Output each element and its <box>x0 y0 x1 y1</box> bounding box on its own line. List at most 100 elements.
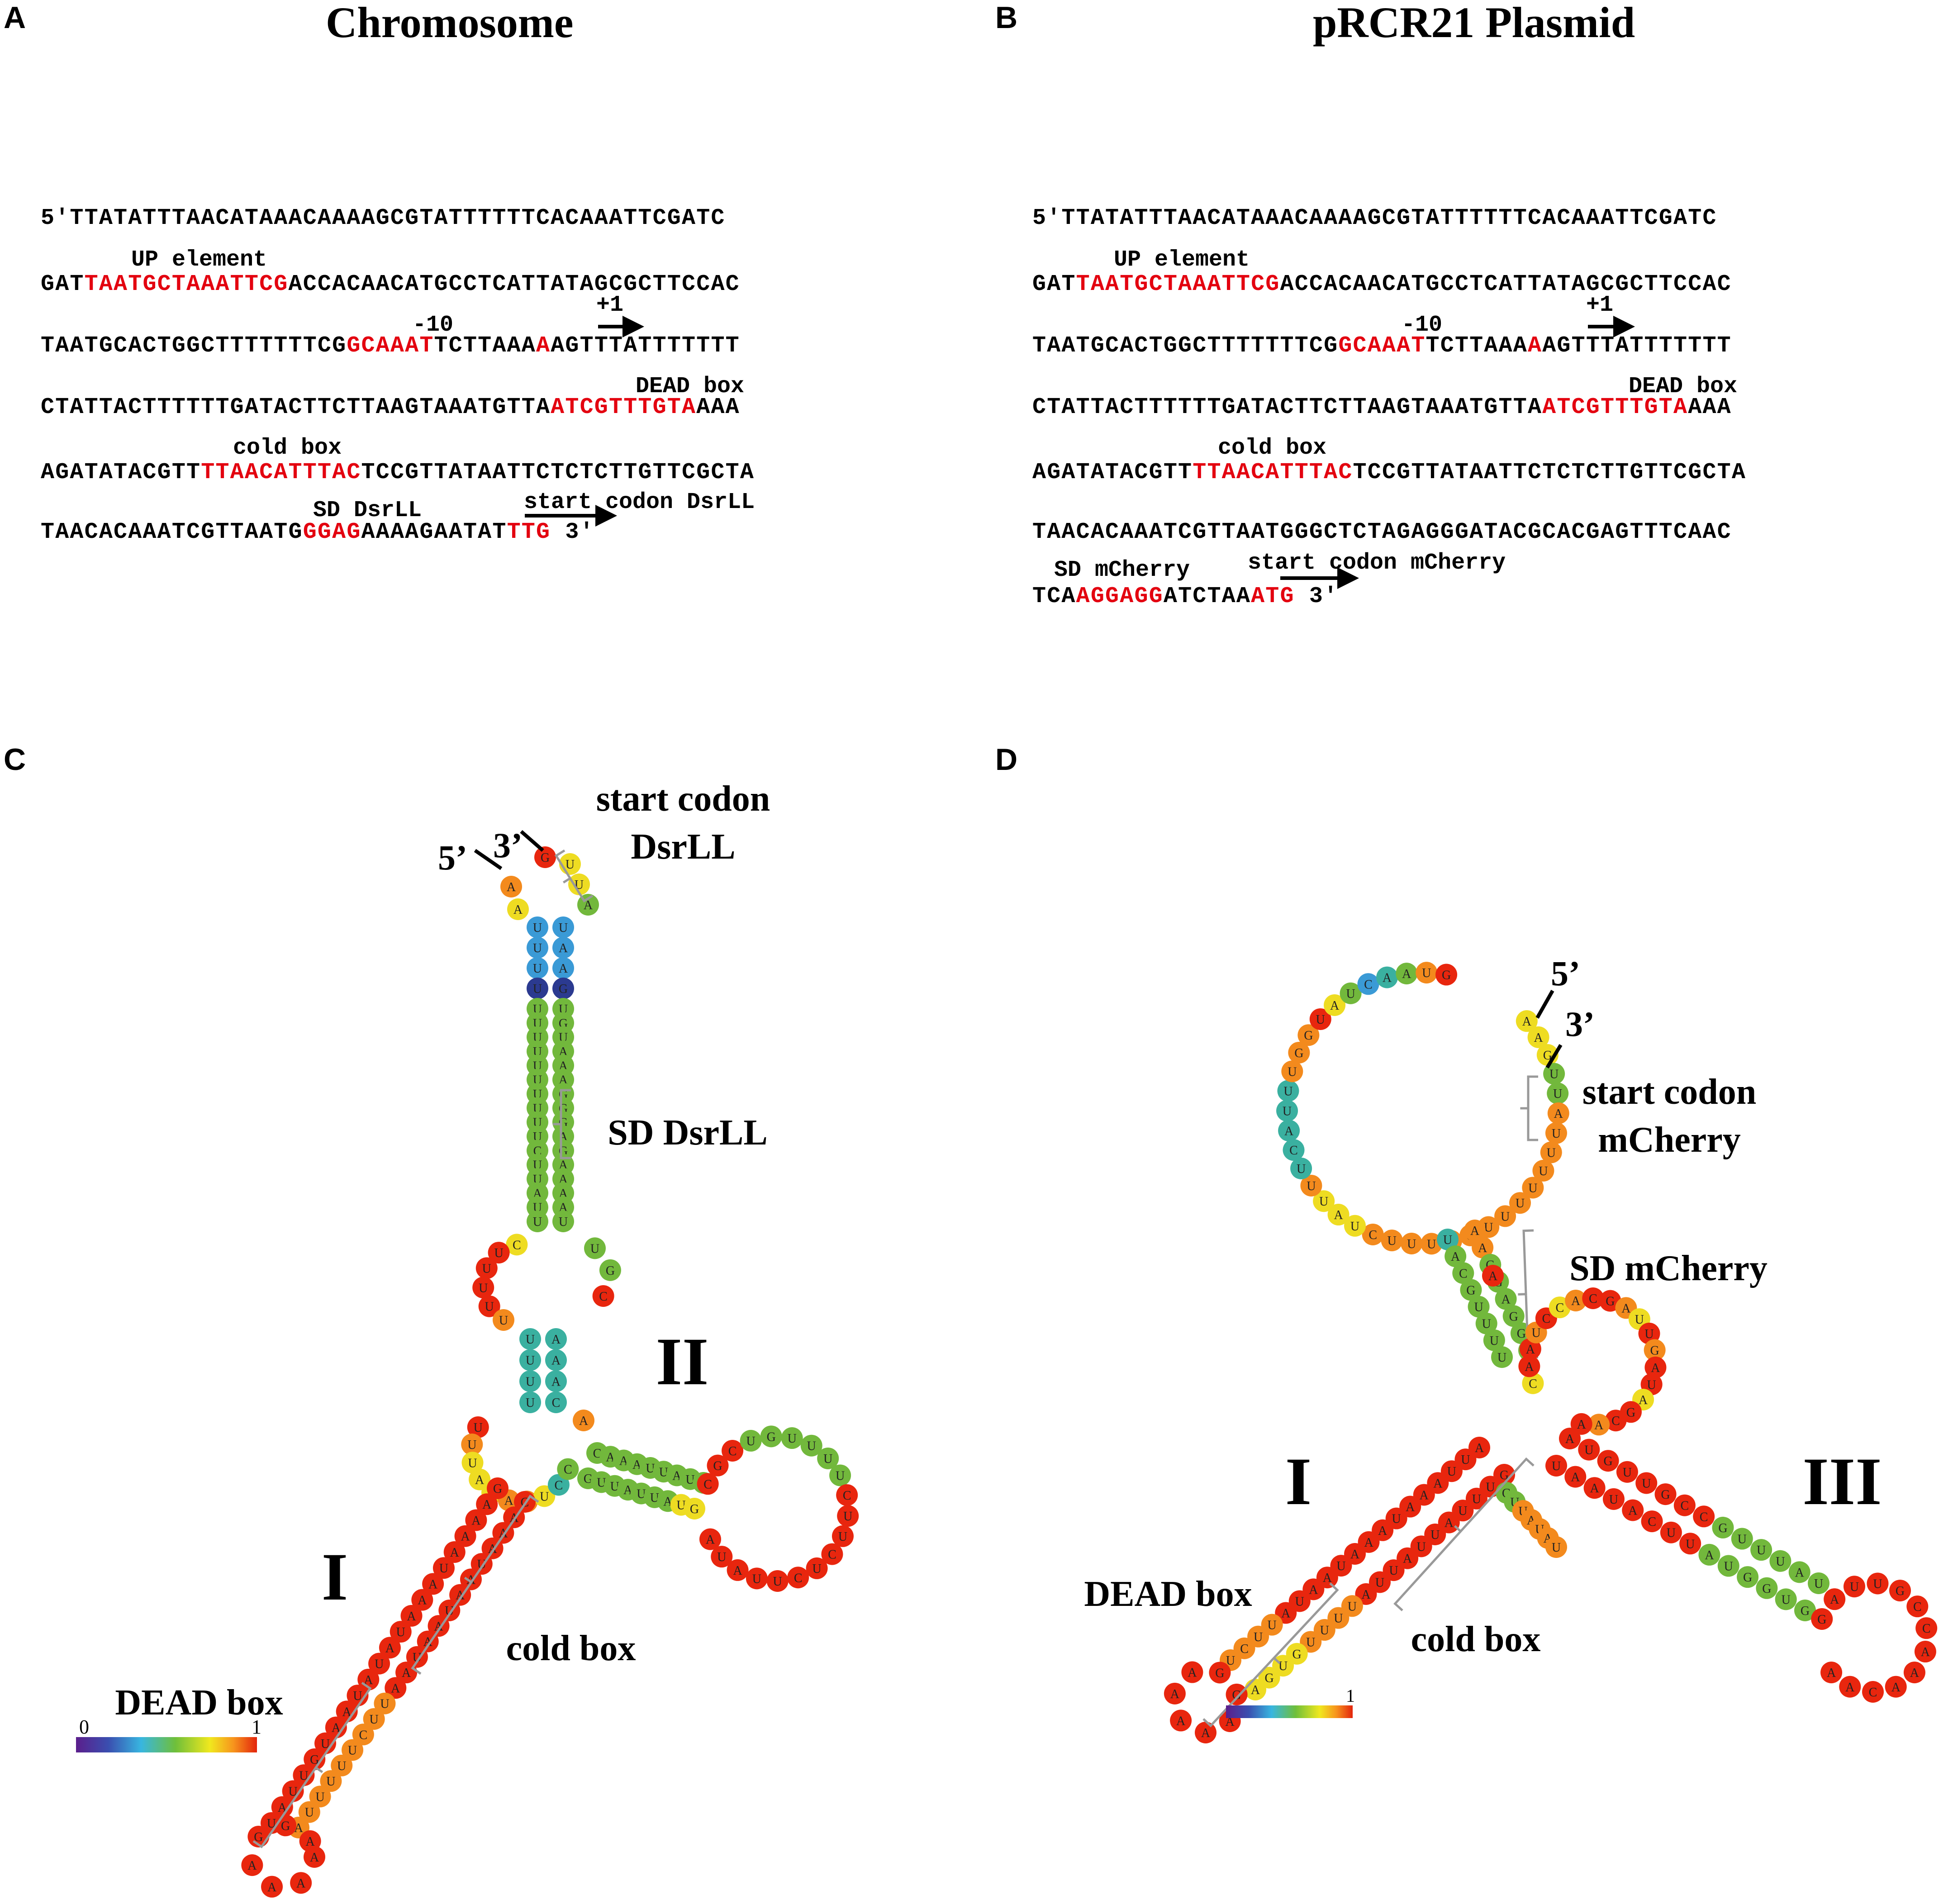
nucleotide-letter: U <box>1552 1127 1561 1141</box>
nucleotide <box>1638 1322 1660 1344</box>
nucleotide <box>1578 1439 1600 1461</box>
nucleotide <box>1808 1572 1829 1594</box>
nucleotide-letter: C <box>599 1290 608 1304</box>
nucleotide-letter: A <box>507 880 516 894</box>
nucleotide-letter: U <box>1472 1492 1481 1506</box>
nucleotide-letter: A <box>1795 1566 1805 1580</box>
sequence-line: CTATTACTTTTTTGATACTTCTTAAGTAAATGTTAATCGT… <box>1032 394 1732 420</box>
nucleotide-letter: U <box>1306 1635 1315 1649</box>
d-5prime-tick <box>1535 990 1554 1019</box>
nucleotide-letter: U <box>1528 1181 1537 1195</box>
sequence-segment: TAACACAAATCGTTAATG <box>41 519 303 545</box>
nucleotide-letter: U <box>1501 1210 1510 1224</box>
b-ann-dead-box: DEAD box <box>1629 374 1738 399</box>
nucleotide-letter: U <box>1644 1327 1654 1341</box>
nucleotide <box>395 1662 418 1684</box>
nucleotide <box>443 1541 466 1563</box>
nucleotide <box>1464 1220 1486 1241</box>
sequence-line: AGATATACGTTTTAACATTTACTCCGTTATAATTCTCTCT… <box>41 460 755 485</box>
nucleotide <box>722 1439 744 1462</box>
nucleotide-letter: A <box>1827 1666 1836 1680</box>
nucleotide <box>1495 1288 1517 1310</box>
nucleotide-letter: A <box>471 1514 481 1528</box>
nucleotide <box>487 1477 508 1499</box>
nucleotide <box>454 1525 476 1547</box>
nucleotide-letter: A <box>1433 1477 1443 1491</box>
nucleotide-letter: U <box>1295 1595 1304 1609</box>
nucleotide-letter: U <box>526 1354 535 1368</box>
nucleotide-letter: C <box>843 1489 851 1503</box>
nucleotide-letter: U <box>1346 987 1355 1001</box>
nucleotide <box>1788 1561 1810 1583</box>
nucleotide <box>385 1677 407 1699</box>
nucleotide <box>411 1589 433 1611</box>
nucleotide <box>500 876 522 897</box>
nucleotide <box>1616 1461 1638 1483</box>
nucleotide <box>519 1391 541 1413</box>
nucleotide-letter: A <box>1188 1666 1197 1680</box>
nucleotide-letter: U <box>1782 1593 1791 1607</box>
nucleotide <box>461 1452 484 1474</box>
nucleotide <box>1518 1355 1540 1377</box>
nucleotide-letter: U <box>1549 1068 1559 1082</box>
region-bracket <box>554 849 594 903</box>
sequence-segment: AGTTTATTTTTTT <box>1542 333 1732 359</box>
nucleotide <box>573 1410 594 1431</box>
nucleotide <box>1300 1174 1322 1197</box>
nucleotide-letter: A <box>391 1681 400 1695</box>
nucleotide-letter: U <box>838 1530 847 1544</box>
nucleotide-letter: U <box>637 1487 646 1501</box>
nucleotide-letter: A <box>559 941 568 955</box>
highlighted-motif: GCAAAT <box>347 333 434 359</box>
nucleotide <box>1491 1346 1513 1368</box>
nucleotide-letter: C <box>593 1447 602 1461</box>
nucleotide-letter: A <box>1488 1269 1498 1283</box>
c-stem-ii-label: II <box>656 1324 709 1399</box>
nucleotide-letter: U <box>1320 1624 1329 1638</box>
nucleotide <box>1756 1577 1778 1599</box>
nucleotide-letter: A <box>1910 1666 1920 1680</box>
nucleotide <box>1903 1662 1925 1684</box>
nucleotide <box>1737 1566 1759 1588</box>
nucleotide-letter: U <box>526 1375 535 1389</box>
nucleotide-letter: A <box>1284 1124 1294 1138</box>
highlighted-motif: TAATGCTAAATTCG <box>1076 271 1280 297</box>
nucleotide-letter: U <box>485 1300 494 1314</box>
nucleotide-letter: A <box>1406 1500 1415 1515</box>
nucleotide-letter: U <box>439 1562 448 1576</box>
a-ann-start-codon: start codon DsrLL <box>524 489 755 515</box>
nucleotide <box>432 1557 455 1579</box>
nucleotide-letter: A <box>579 1414 589 1428</box>
sequence-segment: 5'TTATATTTAACATAAACAAAAGCGTATTTTTTCACAAA… <box>1032 205 1717 231</box>
nucleotide <box>1288 1041 1310 1064</box>
nucleotide-letter: U <box>1474 1301 1483 1315</box>
nucleotide-letter: G <box>1466 1283 1475 1297</box>
nucleotide <box>1276 1100 1298 1122</box>
nucleotide-letter: G <box>559 982 568 996</box>
panel-label-d: D <box>995 742 1018 777</box>
nucleotide <box>1357 973 1379 995</box>
nucleotide-letter: G <box>584 1472 593 1486</box>
nucleotide-letter: C <box>1611 1414 1620 1428</box>
nucleotide-letter: U <box>305 1806 314 1820</box>
nucleotide <box>1472 1236 1494 1258</box>
nucleotide-letter: C <box>1681 1499 1689 1513</box>
nucleotide <box>422 1573 444 1595</box>
nucleotide-letter: U <box>1336 1559 1345 1573</box>
nucleotide <box>1794 1600 1816 1621</box>
highlighted-motif: ATCGTTTGTA <box>1542 394 1688 420</box>
nucleotide <box>336 1700 358 1723</box>
d-stem-iii-label: III <box>1802 1444 1882 1519</box>
d-3prime-tick <box>1545 1044 1563 1069</box>
nucleotide-letter: C <box>1529 1377 1537 1391</box>
nucleotide <box>488 1242 510 1264</box>
nucleotide <box>1283 1139 1305 1161</box>
c-cold-box-label: cold box <box>506 1629 636 1668</box>
nucleotide <box>1641 1510 1663 1533</box>
highlighted-motif: ATG <box>1251 584 1295 609</box>
nucleotide <box>1582 1287 1604 1310</box>
nucleotide <box>1820 1662 1843 1684</box>
nucleotide <box>760 1425 782 1448</box>
nucleotide <box>1522 1177 1544 1199</box>
nucleotide <box>1482 1265 1504 1287</box>
